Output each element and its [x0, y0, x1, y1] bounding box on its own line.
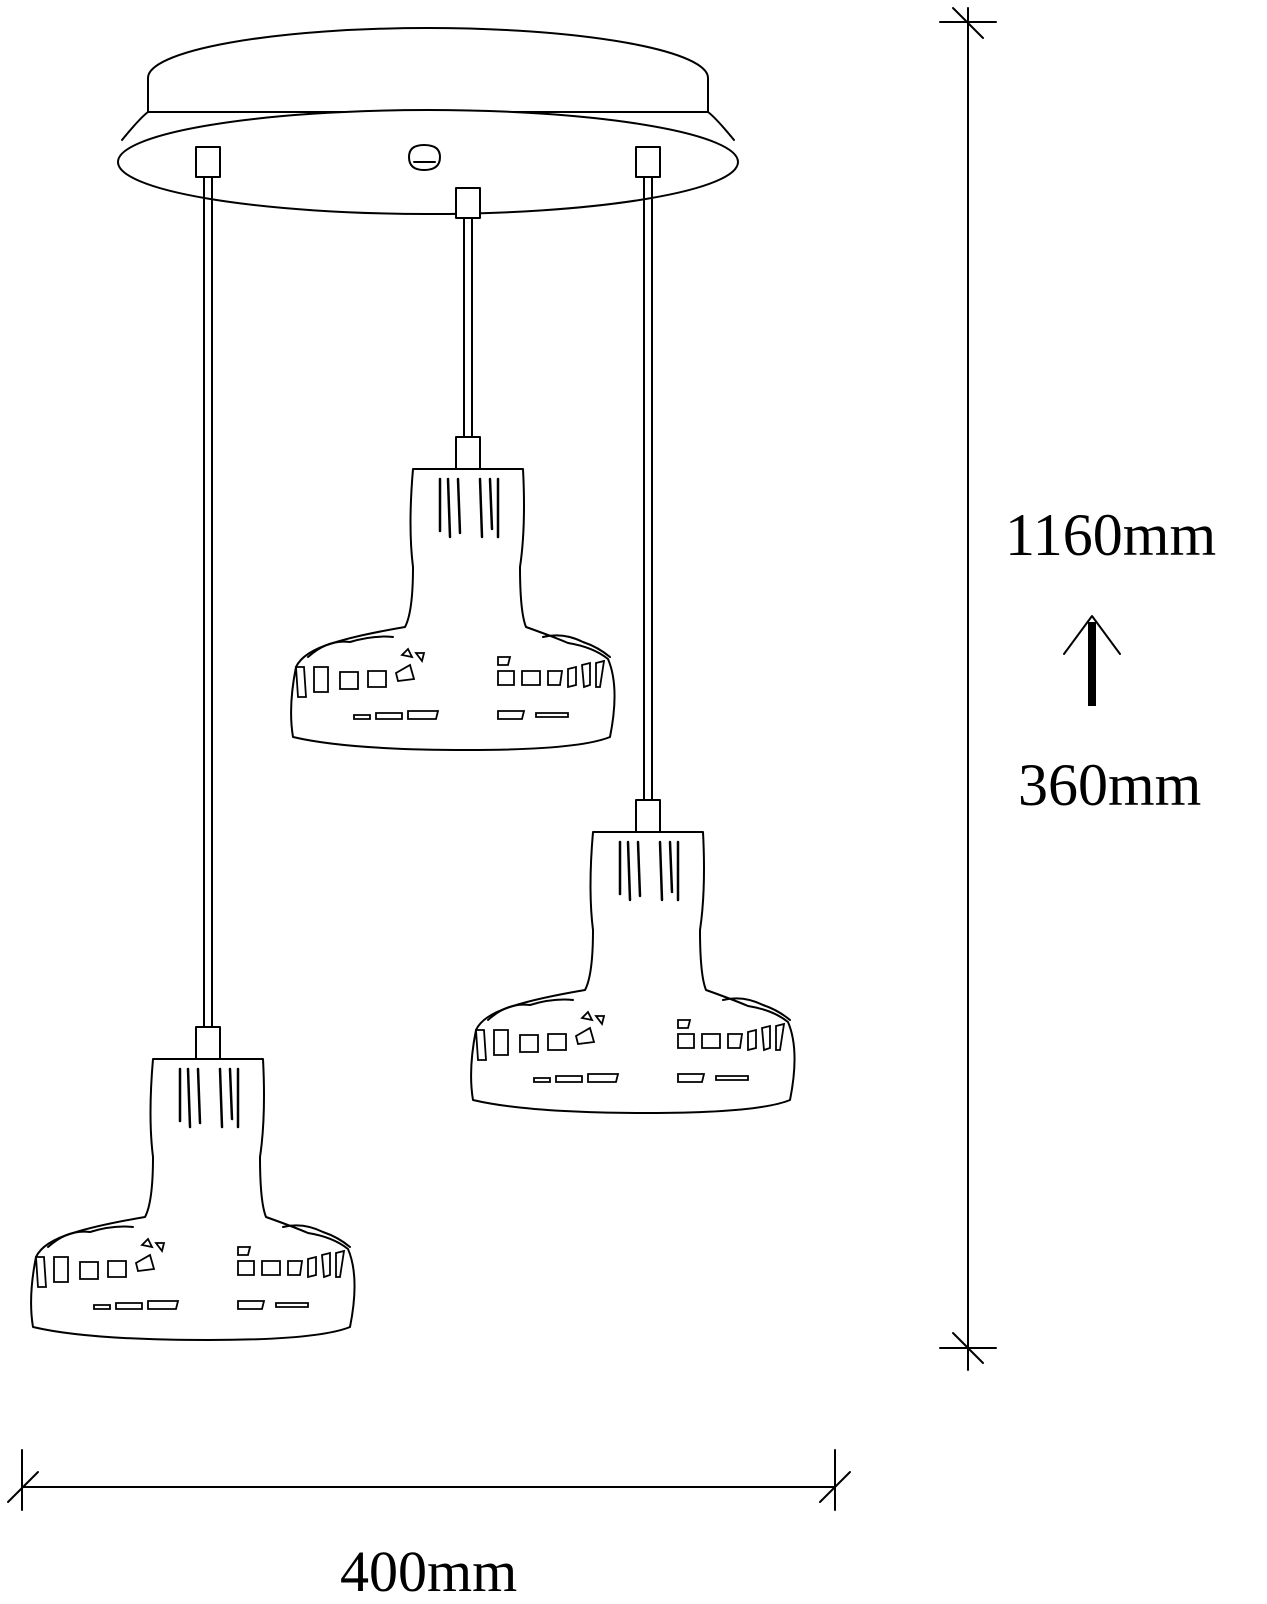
height-max-label: 1160mm — [1005, 502, 1217, 568]
suspension-cables — [203, 176, 653, 1028]
height-dimension-line — [939, 7, 997, 1371]
pendant-shade-center — [289, 435, 616, 752]
pendant-shade-right — [469, 798, 796, 1115]
pendant-shade-left — [29, 1025, 356, 1342]
up-arrow-icon — [1063, 615, 1121, 706]
width-label: 400mm — [340, 1539, 518, 1604]
height-min-label: 360mm — [1018, 752, 1202, 818]
cable-grips — [195, 146, 661, 219]
ceiling-canopy — [117, 27, 739, 215]
width-dimension-line — [7, 1449, 851, 1511]
